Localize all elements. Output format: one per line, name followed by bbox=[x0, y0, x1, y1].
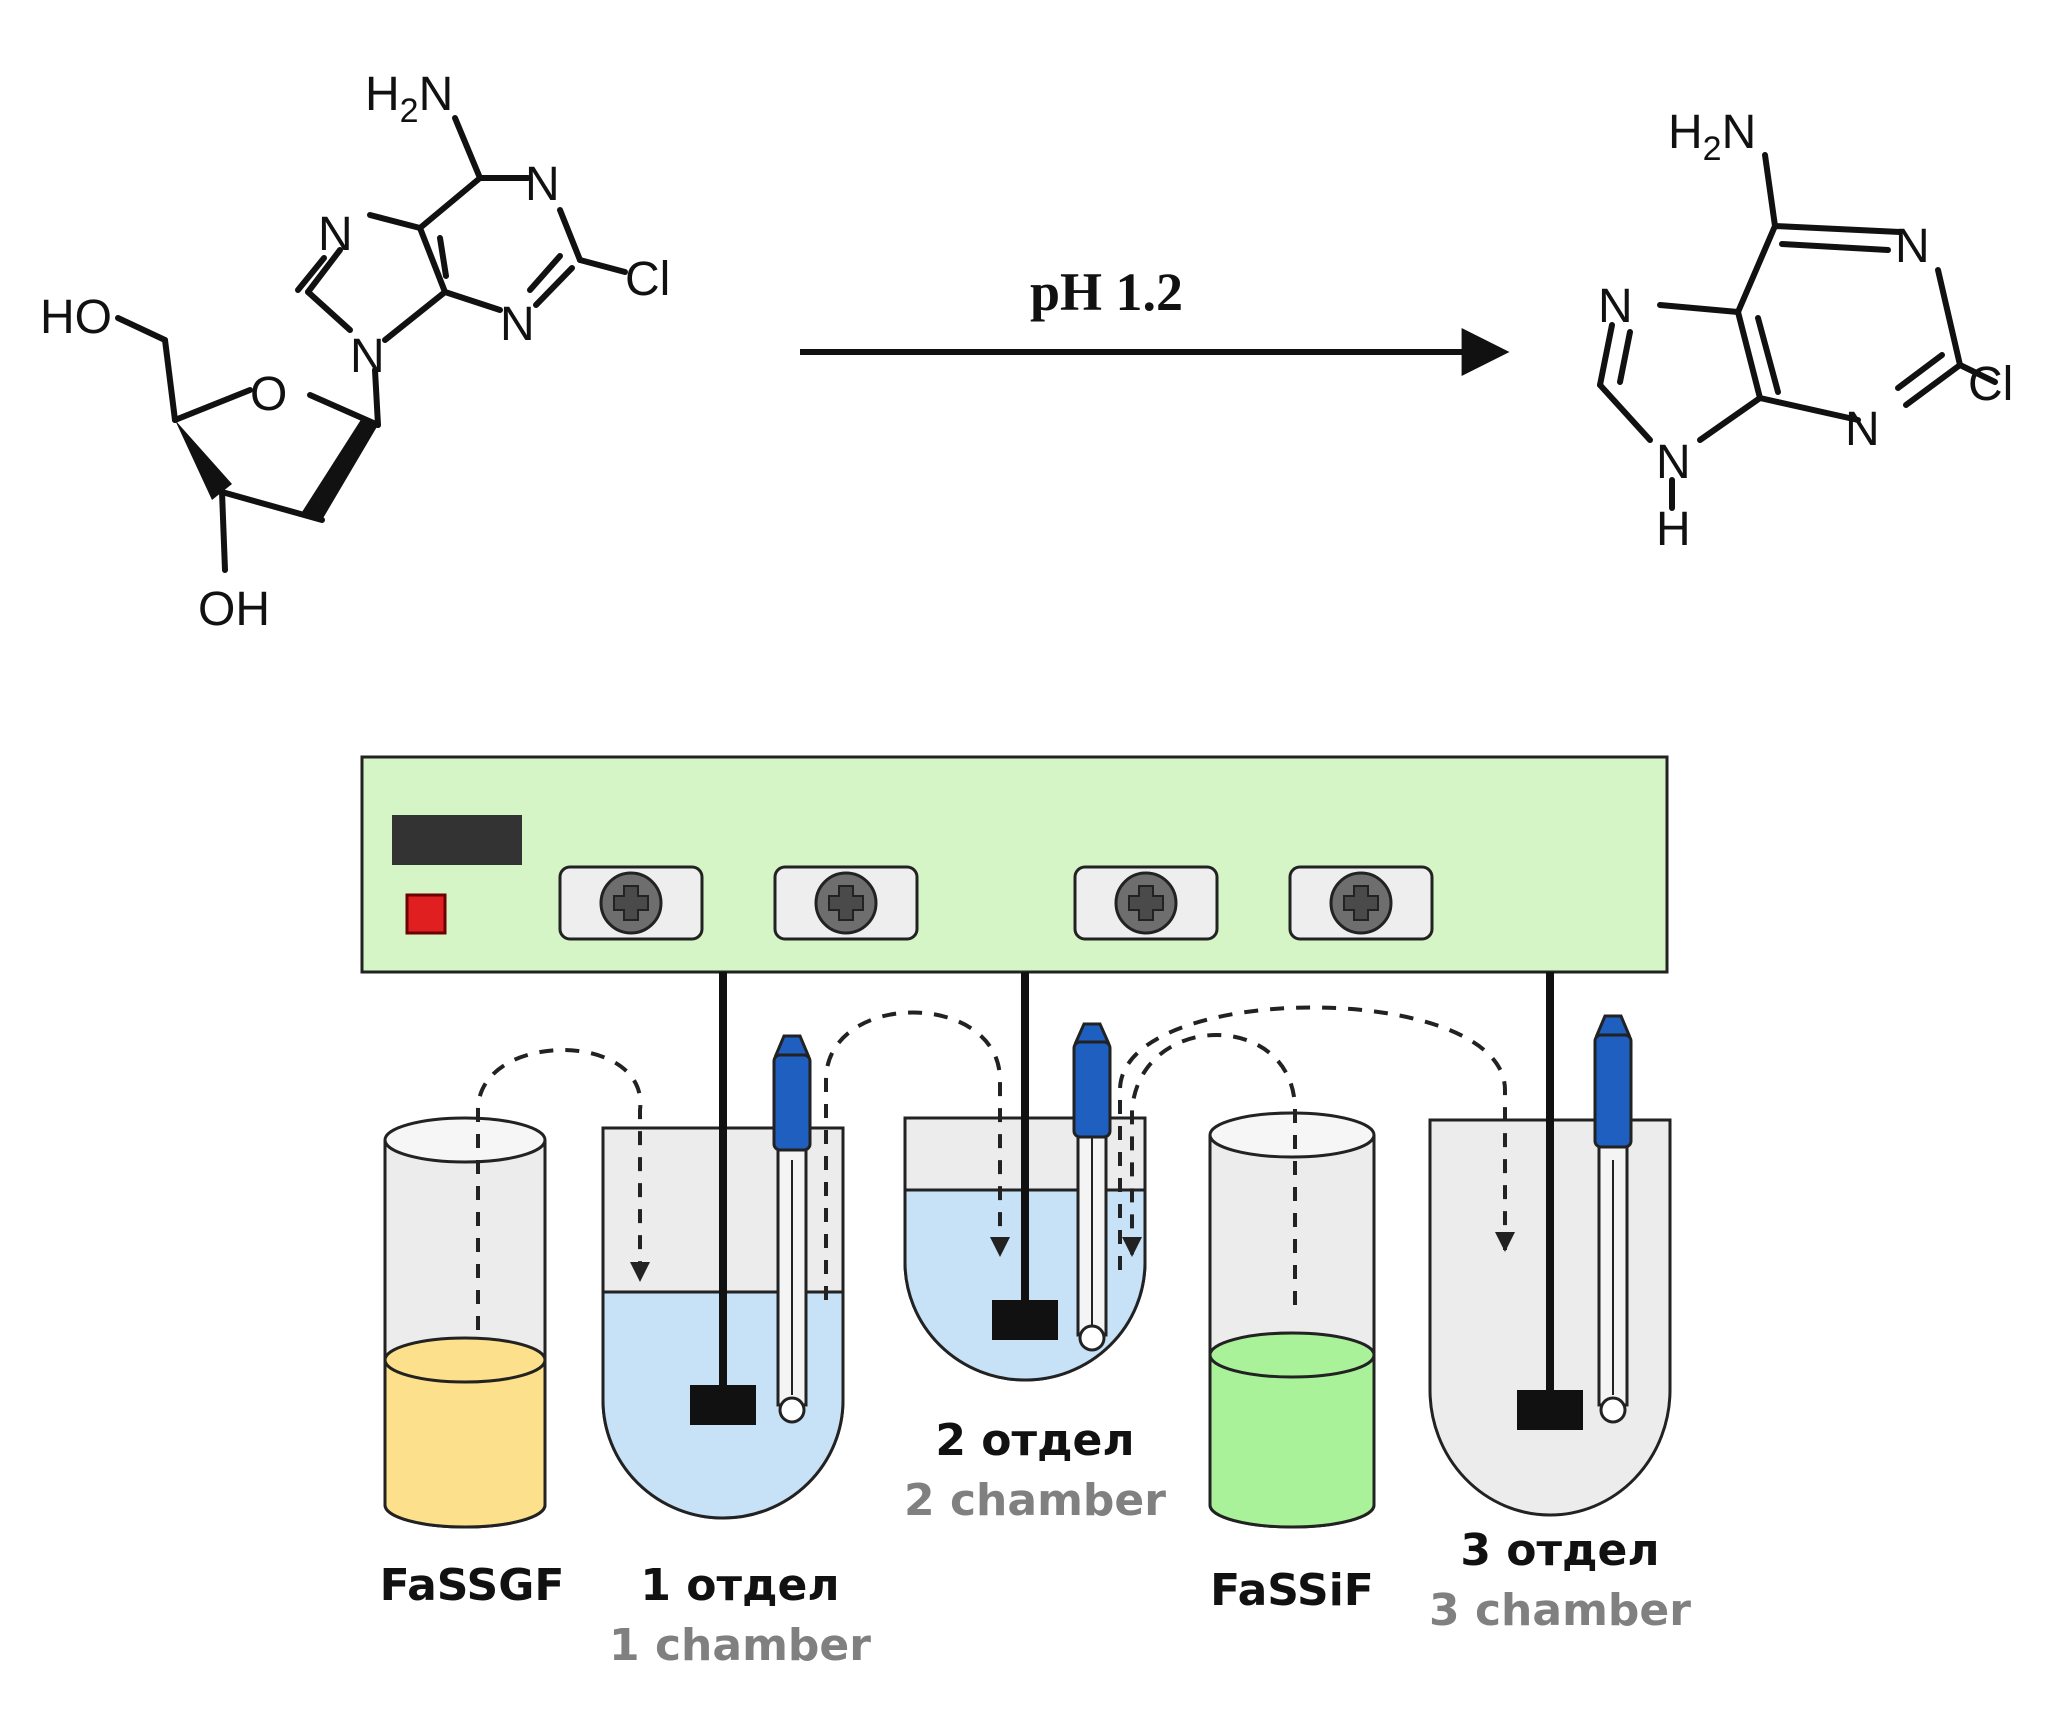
reactant-amine-label: H2N bbox=[365, 68, 453, 130]
reactant-hydroxyl-bottom-label: OH bbox=[198, 583, 270, 636]
chamber-1-label: 1 отдел bbox=[640, 1560, 839, 1611]
product-cl-label: Cl bbox=[1968, 358, 2013, 411]
stirrer-knob-1[interactable] bbox=[558, 865, 704, 941]
fassgf-label: FaSSGF bbox=[380, 1560, 565, 1611]
reactant-molecule: H2N N Cl N N N O HO OH bbox=[40, 68, 670, 636]
stirrer-knob-2[interactable] bbox=[773, 865, 919, 941]
reaction-condition-label: pH 1.2 bbox=[1030, 262, 1183, 322]
chamber-2-sublabel: 2 chamber bbox=[904, 1475, 1166, 1526]
stirrer-knob-4[interactable] bbox=[1288, 865, 1434, 941]
reactant-ring-oxygen-label: O bbox=[250, 368, 287, 421]
chamber-2-vessel bbox=[903, 972, 1147, 1382]
chamber-3-sublabel: 3 chamber bbox=[1429, 1585, 1691, 1636]
power-button[interactable] bbox=[405, 893, 447, 935]
chamber-3-label: 3 отдел bbox=[1460, 1525, 1659, 1576]
stirrer-knob-3[interactable] bbox=[1073, 865, 1219, 941]
product-n9-label: N bbox=[1656, 436, 1691, 489]
product-amine-label: H2N bbox=[1668, 106, 1756, 168]
reactant-n3-label: N bbox=[500, 298, 535, 351]
controller-display bbox=[392, 815, 522, 865]
product-n7-label: N bbox=[1598, 280, 1633, 333]
chamber-2-label: 2 отдел bbox=[935, 1415, 1134, 1466]
flow-arrow-fassgf-to-chamber-1 bbox=[476, 1048, 650, 1330]
product-molecule: H2N N Cl N N N H bbox=[1597, 106, 2013, 556]
reactant-hydroxyl-top-label: HO bbox=[40, 291, 112, 344]
flow-arrow-fassif-to-chamber-2 bbox=[1122, 1033, 1297, 1305]
chamber-1-sublabel: 1 chamber bbox=[609, 1620, 871, 1671]
fassgf-beaker bbox=[383, 1116, 547, 1529]
product-n9-hydrogen-label: H bbox=[1656, 503, 1691, 556]
reactant-n9-label: N bbox=[350, 330, 385, 383]
reactant-n7-label: N bbox=[318, 208, 353, 261]
controller-panel bbox=[360, 755, 1669, 974]
fassif-beaker bbox=[1208, 1111, 1376, 1529]
reactant-cl-label: Cl bbox=[625, 253, 670, 306]
fassif-label: FaSSiF bbox=[1210, 1565, 1374, 1616]
chamber-1-vessel bbox=[601, 972, 845, 1520]
dissolution-apparatus: FaSSGF 1 отдел 1 chamber 2 отдел 2 chamb… bbox=[360, 755, 1691, 1671]
product-n3-label: N bbox=[1845, 403, 1880, 456]
reactant-n1-label: N bbox=[525, 158, 560, 211]
flow-arrow-chamber-1-to-chamber-2 bbox=[824, 1010, 1010, 1300]
product-n1-label: N bbox=[1895, 220, 1930, 273]
flow-arrow-chamber-2-to-chamber-3 bbox=[1118, 1005, 1515, 1270]
chamber-3-vessel bbox=[1428, 972, 1672, 1517]
